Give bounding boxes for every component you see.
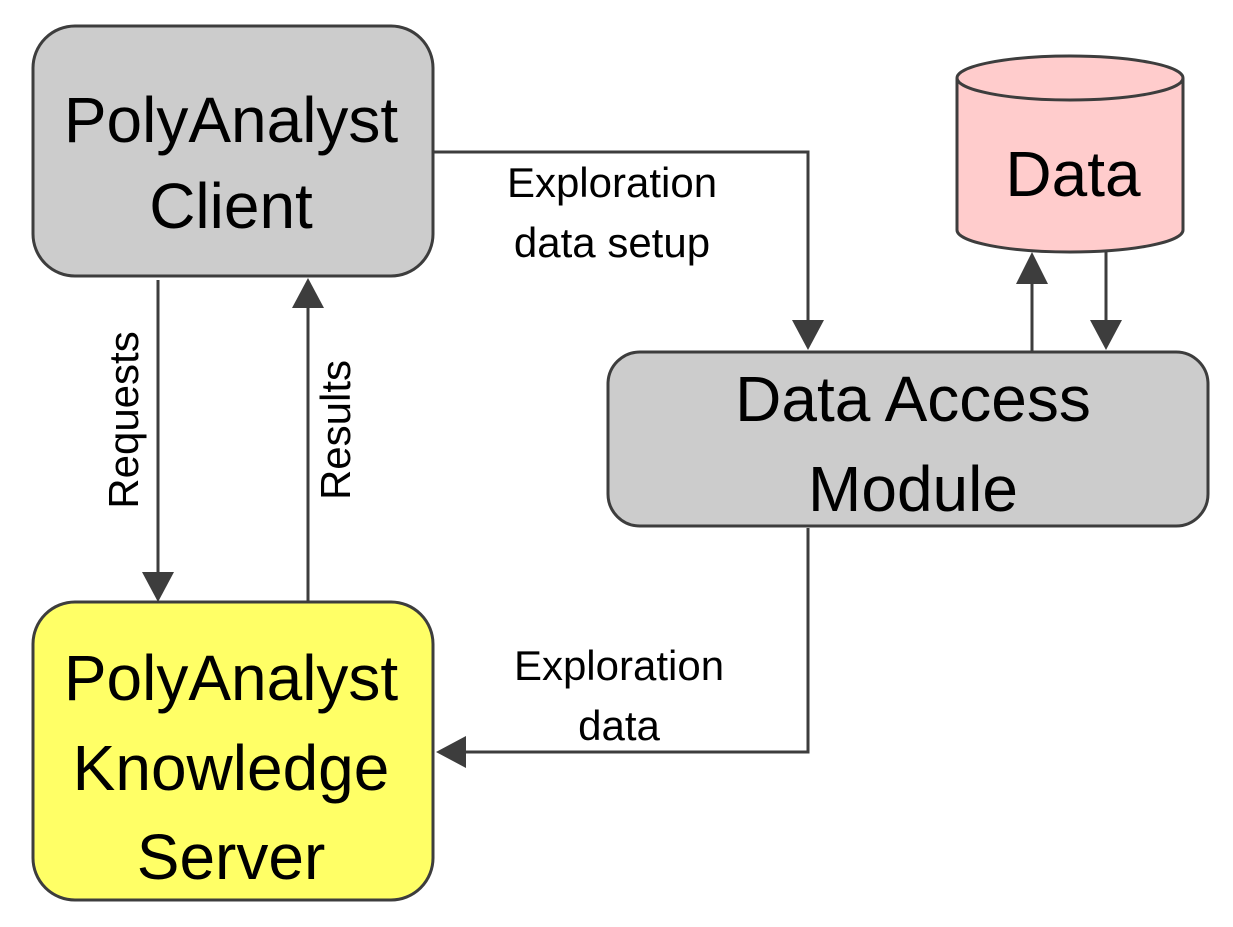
- setup-label-line1: Exploration: [507, 159, 717, 206]
- data-cylinder-top: [955, 54, 1185, 102]
- setup-label-line2: data setup: [514, 219, 710, 266]
- connectors: [142, 150, 1122, 768]
- server-label-line3: Server: [137, 821, 326, 893]
- server-label-line1: PolyAnalyst: [64, 642, 399, 714]
- requests-label: Requests: [100, 331, 147, 508]
- results-arrowhead: [292, 278, 324, 308]
- data-label: Data: [1005, 138, 1141, 210]
- dam-label-line2: Module: [808, 453, 1018, 525]
- exploration-data-arrowhead: [436, 736, 466, 768]
- client-node: PolyAnalyst Client: [31, 24, 435, 278]
- exploration-data-arrow: [466, 528, 810, 754]
- results-label: Results: [312, 360, 359, 500]
- data-node: Data: [955, 54, 1185, 254]
- dam-label-line1: Data Access: [735, 363, 1091, 435]
- dam-to-data-arrowhead: [1016, 252, 1048, 284]
- server-label-line2: Knowledge: [73, 732, 390, 804]
- requests-arrowhead: [142, 572, 174, 602]
- server-node: PolyAnalyst Knowledge Server: [31, 600, 435, 902]
- client-label-line2: Client: [149, 170, 313, 242]
- dam-node: Data Access Module: [606, 350, 1210, 528]
- server-box: [31, 600, 435, 902]
- data-cylinder-body: [955, 78, 1185, 254]
- setup-arrowhead: [792, 320, 824, 350]
- client-box: [31, 24, 435, 278]
- exploration-data-label-line2: data: [578, 702, 660, 749]
- setup-arrow: [433, 150, 810, 322]
- exploration-data-label-line1: Exploration: [514, 642, 724, 689]
- client-label-line1: PolyAnalyst: [64, 84, 399, 156]
- dam-box: [606, 350, 1210, 528]
- data-to-dam-arrowhead: [1090, 320, 1122, 350]
